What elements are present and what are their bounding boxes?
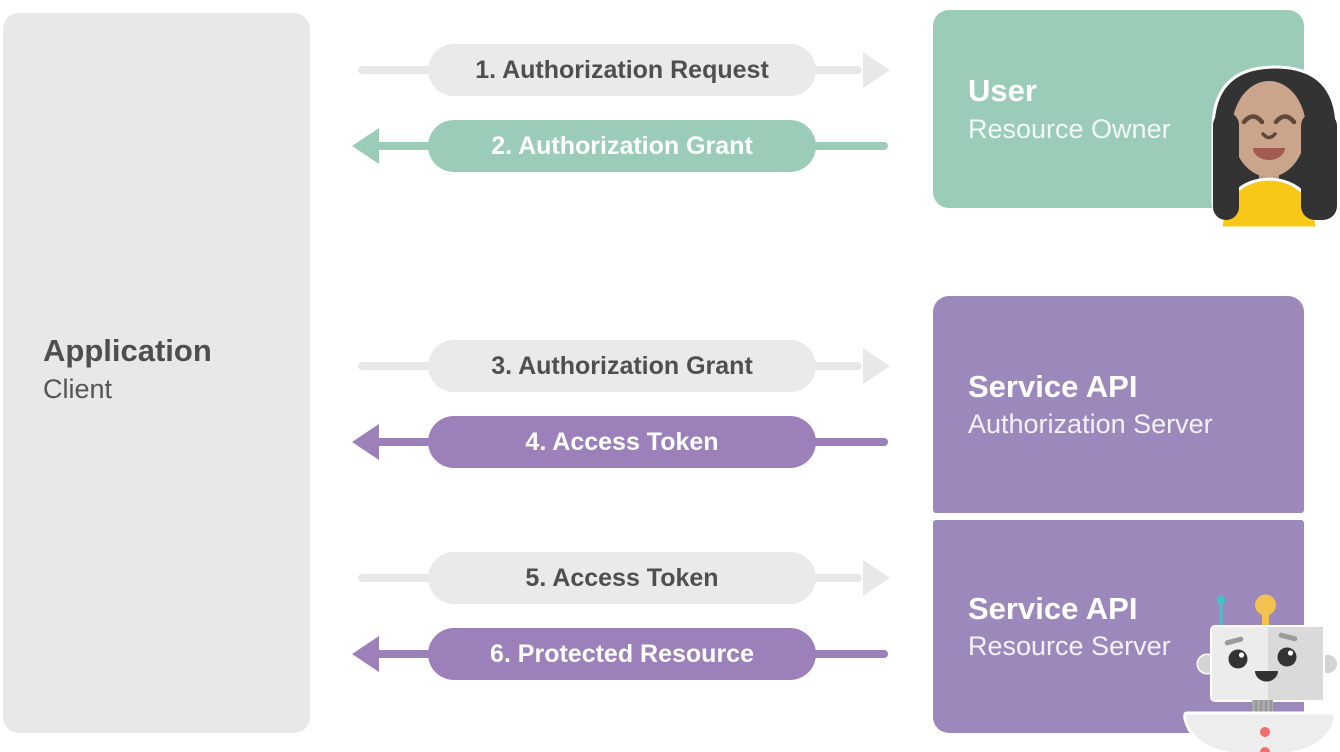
arrow-head-right-icon	[863, 348, 890, 384]
arrow-head-left-icon	[352, 424, 379, 460]
arrow-label-pill: 5. Access Token	[428, 552, 816, 604]
arrow-head-right-icon	[863, 560, 890, 596]
arrow-head-left-icon	[352, 128, 379, 164]
resource-server-subtitle: Resource Server	[968, 631, 1171, 662]
arrow-label-pill: 3. Authorization Grant	[428, 340, 816, 392]
arrow-authorization-grant-to-server: 3. Authorization Grant	[352, 340, 890, 392]
authorization-server-title: Service API	[968, 368, 1138, 404]
client-title: Application	[43, 333, 212, 368]
robot-avatar-icon	[1183, 594, 1339, 752]
client-box: Application Client	[3, 13, 310, 733]
client-subtitle: Client	[43, 373, 113, 404]
user-subtitle: Resource Owner	[968, 113, 1171, 144]
woman-avatar-icon	[1211, 65, 1339, 228]
arrow-label-pill: 6. Protected Resource	[428, 628, 816, 680]
arrow-label-pill: 2. Authorization Grant	[428, 120, 816, 172]
arrow-label-pill: 1. Authorization Request	[428, 44, 816, 96]
user-title: User	[968, 73, 1037, 108]
arrow-head-right-icon	[863, 52, 890, 88]
arrow-access-token-to-client: 4. Access Token	[352, 416, 890, 468]
arrow-authorization-grant-to-client: 2. Authorization Grant	[352, 120, 890, 172]
arrow-head-left-icon	[352, 636, 379, 672]
authorization-server-box: Service API Authorization Server	[933, 296, 1304, 513]
arrow-protected-resource: 6. Protected Resource	[352, 628, 890, 680]
arrow-authorization-request: 1. Authorization Request	[352, 44, 890, 96]
authorization-server-subtitle: Authorization Server	[968, 409, 1213, 440]
arrow-label-pill: 4. Access Token	[428, 416, 816, 468]
resource-server-title: Service API	[968, 590, 1138, 626]
arrow-access-token-to-resource: 5. Access Token	[352, 552, 890, 604]
